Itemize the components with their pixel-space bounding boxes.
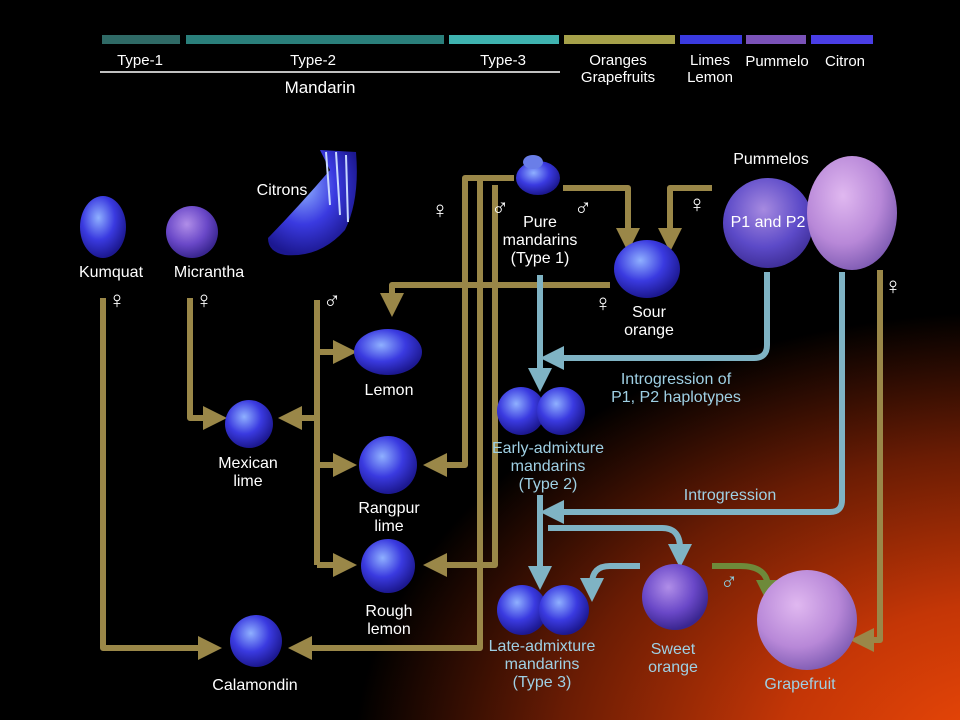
female-symbol-kumquat: ♀ — [108, 287, 126, 314]
female-symbol-mandarin-left: ♀ — [431, 197, 449, 224]
rough-lemon-fruit — [361, 539, 415, 593]
male-symbol-mandarin-right: ♂ — [574, 194, 592, 221]
label-early-admixture: Early-admixture mandarins (Type 2) — [491, 440, 605, 493]
label-grapefruit: Grapefruit — [764, 676, 836, 693]
arrow-kumquat-calamondin — [100, 298, 222, 660]
arrow-sweet-to-grapefruit — [712, 563, 780, 604]
legend-label-citron: Citron — [824, 53, 866, 70]
pure-mandarin-fruit — [516, 155, 560, 195]
legend-bar-pummelo — [746, 35, 806, 44]
arrow-to-sweet-orange — [548, 525, 692, 568]
label-pummelos: Pummelos — [733, 151, 809, 168]
label-citrons: Citrons — [256, 182, 308, 199]
sour-orange-fruit — [614, 240, 680, 298]
male-symbol-mandarin-left: ♂ — [491, 194, 509, 221]
legend-bar-type1 — [102, 35, 180, 44]
pummelo-p2-fruit — [807, 156, 897, 270]
label-sweet-orange: Sweet orange — [648, 641, 698, 676]
kumquat-fruit — [80, 196, 126, 258]
legend-label-type3: Type-3 — [480, 52, 526, 69]
arrow-mandarin-rough-lemon — [423, 185, 498, 577]
female-symbol-grapefruit-line: ♀ — [884, 273, 902, 300]
label-sour-orange: Sour orange — [624, 304, 674, 339]
rangpur-lime-fruit — [359, 436, 417, 494]
legend-label-type2: Type-2 — [290, 52, 336, 69]
legend-bar-citron — [811, 35, 873, 44]
legend-bar-type2 — [186, 35, 444, 44]
legend-label-oranges-grapefruits: Oranges Grapefruits — [580, 52, 656, 86]
arrow-pummelo-grapefruit — [850, 270, 883, 652]
calamondin-fruit — [230, 615, 282, 667]
male-symbol-citron: ♂ — [323, 287, 341, 314]
arrow-sweet-to-late — [580, 563, 640, 602]
label-p1-p2: P1 and P2 — [730, 214, 806, 231]
male-symbol-sweet-orange: ♂ — [720, 568, 738, 595]
label-mexican-lime: Mexican lime — [218, 455, 278, 490]
pummelo-p1-fruit — [723, 178, 813, 268]
female-symbol-micrantha: ♀ — [195, 287, 213, 314]
legend-group-mandarin: Mandarin — [284, 78, 356, 97]
lemon-fruit — [354, 329, 422, 375]
arrow-p1p2-introgression — [540, 272, 770, 370]
citron-fruit — [268, 150, 357, 256]
legend-bar-oranges — [564, 35, 675, 44]
mexican-lime-fruit — [225, 400, 273, 448]
label-micrantha: Micrantha — [173, 264, 245, 281]
legend-label-limes-lemon: Limes Lemon — [687, 52, 733, 86]
grapefruit-fruit — [757, 570, 857, 670]
label-lemon: Lemon — [364, 382, 414, 399]
micrantha-fruit — [166, 206, 218, 258]
female-symbol-sour-orange: ♀ — [594, 290, 612, 317]
annotation-introgression: Introgression — [683, 487, 777, 504]
arrow-sour-orange-lemon — [380, 282, 610, 317]
label-kumquat: Kumquat — [78, 264, 144, 281]
label-late-admixture: Late-admixture mandarins (Type 3) — [488, 638, 596, 691]
sweet-orange-fruit — [642, 564, 708, 630]
female-symbol-pummelo: ♀ — [688, 191, 706, 218]
legend-bar-limes — [680, 35, 742, 44]
arrow-micrantha-mexican-lime — [187, 298, 227, 430]
label-calamondin: Calamondin — [212, 677, 298, 694]
annotation-introgression-p1p2: Introgression of P1, P2 haplotypes — [611, 371, 741, 406]
arrow-mandarin-sour-orange — [563, 185, 640, 252]
late-admixture-fruit — [497, 585, 589, 635]
legend-bar-type3 — [449, 35, 559, 44]
legend-label-pummelo: Pummelo — [745, 53, 809, 70]
early-admixture-fruit — [497, 387, 585, 435]
arrow-pummelo-sour-orange — [658, 185, 712, 252]
label-rangpur-lime: Rangpur lime — [358, 500, 420, 535]
arrow-introgression — [540, 272, 845, 524]
legend-label-type1: Type-1 — [117, 52, 163, 69]
arrow-mandarin-calamondin — [288, 175, 514, 660]
label-rough-lemon: Rough lemon — [365, 603, 413, 638]
label-pure-mandarins: Pure mandarins (Type 1) — [502, 214, 578, 267]
